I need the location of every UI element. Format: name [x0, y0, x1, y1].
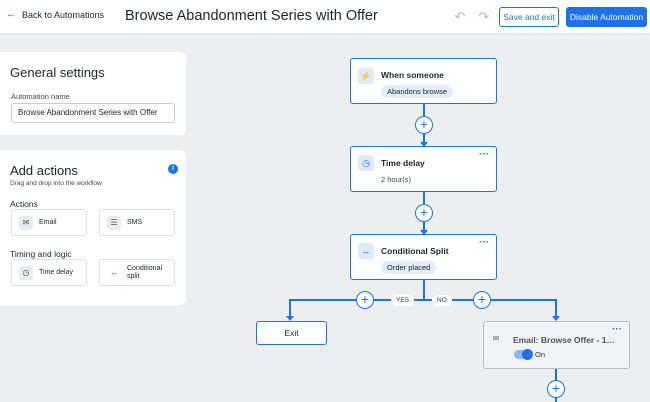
clock-icon: ◷ [358, 155, 374, 171]
trigger-node-title: When someone [381, 70, 444, 80]
email-status-label: On [535, 350, 546, 359]
top-bar: ← Back to Automations Browse Abandonment… [0, 0, 650, 34]
email-enabled-toggle[interactable] [514, 348, 533, 360]
back-arrow-icon: ← [6, 8, 17, 20]
trigger-node[interactable]: ⚡ When someone Abandons browse [350, 58, 497, 104]
add-actions-panel: Add actions i Drag and drop into the wor… [0, 150, 186, 305]
toggle-knob [522, 348, 533, 360]
condition-pill: Order placed [381, 261, 437, 274]
time-delay-node[interactable]: ◷ Time delay 2 hour(s) ··· [350, 146, 497, 192]
yes-branch-label: YES [391, 295, 415, 306]
sms-action-tile[interactable]: ☰ SMS [99, 209, 175, 236]
undo-icon[interactable]: ↶ [454, 9, 466, 24]
sms-tile-label: SMS [127, 218, 143, 226]
add-step-button[interactable]: + [415, 204, 433, 222]
more-options-icon[interactable]: ··· [612, 324, 622, 335]
add-step-button[interactable]: + [415, 116, 433, 134]
general-settings-title: General settings [10, 65, 105, 80]
no-branch-label: NO [432, 295, 452, 306]
add-step-no-button[interactable]: + [473, 291, 491, 309]
connector-arrow [420, 142, 428, 147]
connector-arrow [420, 230, 428, 235]
back-link-label: Back to Automations [22, 9, 105, 20]
clock-icon: ◷ [19, 265, 33, 280]
redo-icon[interactable]: ↷ [478, 9, 490, 24]
branch-line [289, 299, 557, 301]
timing-logic-section-label: Timing and logic [10, 249, 72, 259]
mail-icon: ✉ [19, 215, 33, 230]
add-step-yes-button[interactable]: + [356, 291, 374, 309]
email-tile-label: Email [39, 218, 57, 226]
lightning-icon: ⚡ [358, 68, 374, 84]
exit-node[interactable]: Exit [256, 321, 327, 345]
automation-name-label: Automation name [11, 92, 70, 101]
more-options-icon[interactable]: ··· [479, 149, 489, 160]
add-actions-title: Add actions [10, 163, 78, 178]
conditional-split-tile-label: Conditional split [127, 264, 163, 280]
back-to-automations-link[interactable]: ← Back to Automations [6, 9, 104, 20]
trigger-pill: Abandons browse [381, 85, 454, 98]
automation-name-input[interactable]: Browse Abandonment Series with Offer [11, 103, 175, 123]
yes-branch-arrow [286, 316, 294, 321]
time-delay-tile-label: Time delay [39, 268, 73, 276]
time-delay-node-title: Time delay [381, 158, 425, 168]
no-branch-line [555, 299, 557, 318]
time-delay-action-tile[interactable]: ◷ Time delay [11, 259, 87, 286]
conditional-split-action-tile[interactable]: ↔ Conditional split [99, 259, 175, 286]
actions-section-label: Actions [10, 199, 38, 209]
page-title: Browse Abandonment Series with Offer [125, 8, 378, 24]
mail-icon: ✉ [492, 334, 500, 343]
add-step-button[interactable]: + [547, 380, 565, 398]
connector-line [423, 280, 425, 301]
split-icon: ↔ [110, 267, 118, 277]
yes-branch-line [289, 299, 291, 318]
split-icon: ↔ [358, 243, 374, 259]
email-node[interactable]: ✉ Email: Browse Offer - 1st... ··· On [483, 321, 630, 369]
disable-automation-button[interactable]: Disable Automation [566, 7, 647, 27]
more-options-icon[interactable]: ··· [479, 237, 489, 248]
conditional-split-node-title: Conditional Split [381, 246, 449, 256]
email-action-tile[interactable]: ✉ Email [11, 209, 87, 236]
time-delay-value: 2 hour(s) [381, 175, 412, 184]
no-branch-arrow [552, 316, 560, 321]
save-and-exit-button[interactable]: Save and exit [499, 7, 559, 27]
sms-icon: ☰ [107, 215, 121, 230]
conditional-split-node[interactable]: ↔ Conditional Split Order placed ··· [350, 234, 497, 280]
general-settings-panel: General settings Automation name Browse … [0, 52, 186, 135]
email-node-title: Email: Browse Offer - 1st... [513, 335, 617, 345]
add-actions-subtitle: Drag and drop into the workflow [10, 180, 102, 187]
info-icon[interactable]: i [168, 164, 178, 174]
